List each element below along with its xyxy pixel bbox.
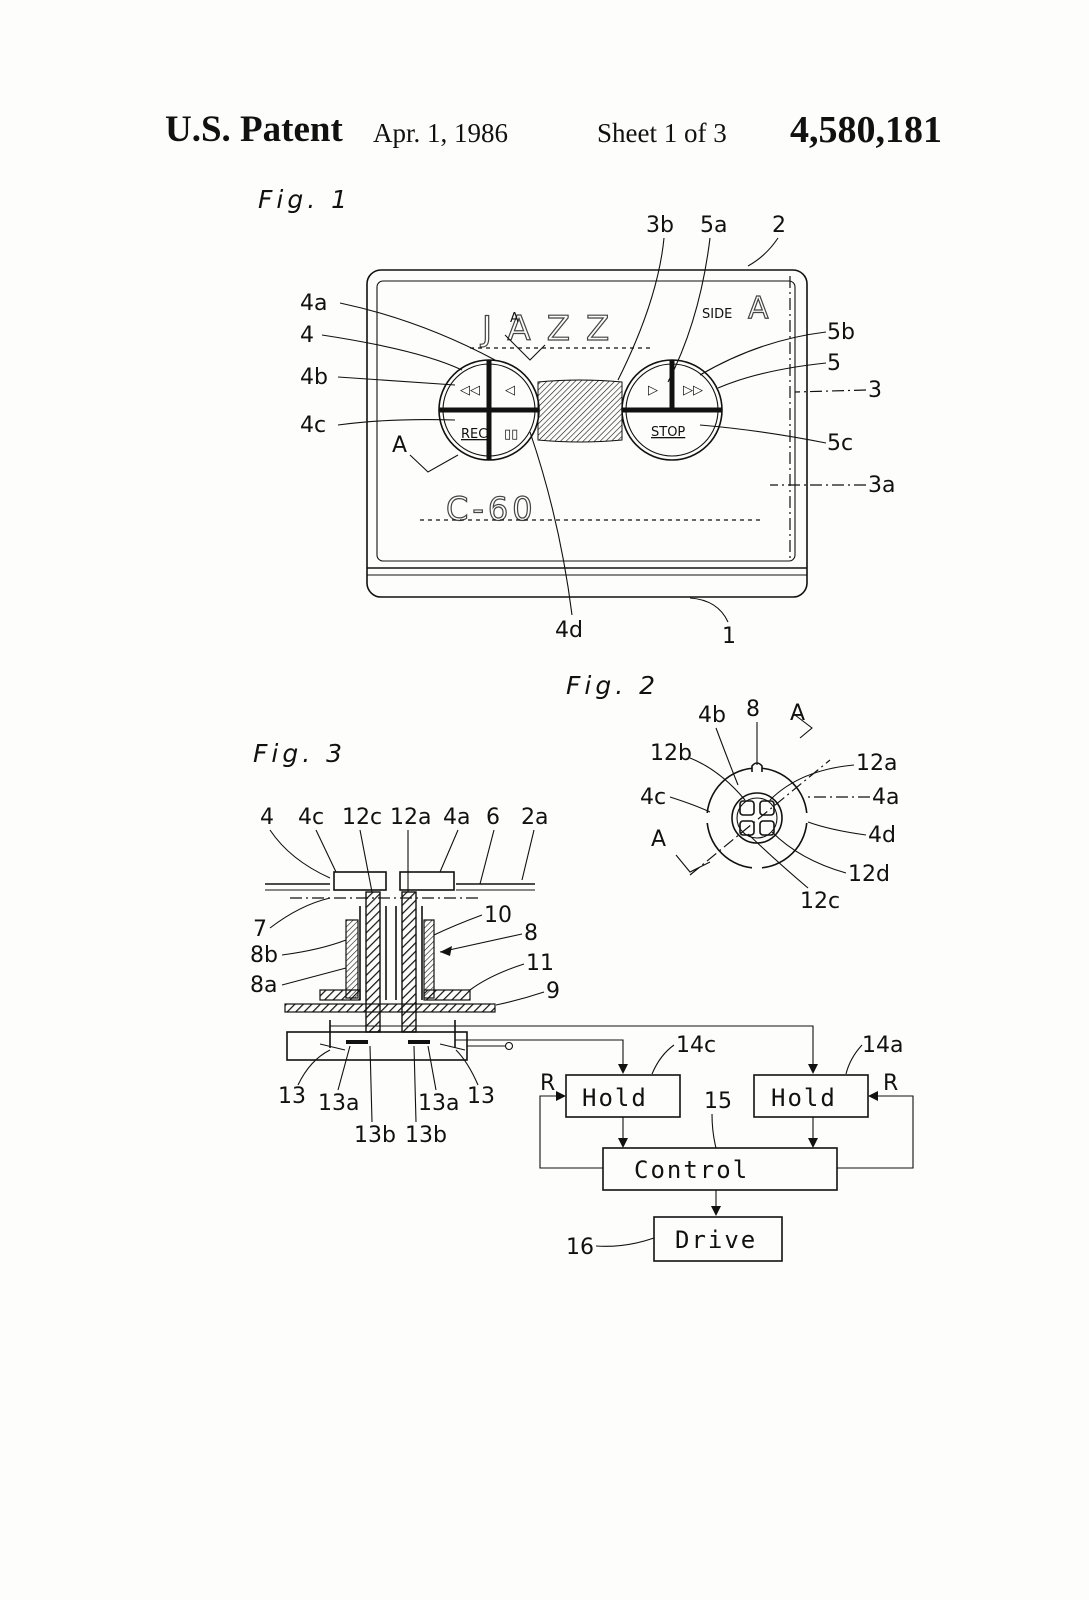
ref-2: 2 <box>772 213 786 238</box>
figure-2: Fig. 2 4b 8 A 12b 12a 4c 4a <box>566 671 899 914</box>
fig3-ref-13-left: 13 <box>278 1084 306 1109</box>
ref-5: 5 <box>827 351 841 376</box>
button-cluster-5: ▷ ▷▷ STOP <box>621 359 723 461</box>
play-reverse-icon: ◁ <box>505 383 515 398</box>
fig3-ref-15: 15 <box>704 1089 732 1114</box>
fig3-ref-11: 11 <box>526 951 554 976</box>
fig3-ref-4: 4 <box>260 805 274 830</box>
control-box <box>602 1147 838 1191</box>
spring-10 <box>423 919 435 999</box>
fig2-ref-8: 8 <box>746 697 760 722</box>
fig2-ref-12c: 12c <box>800 889 840 914</box>
ref-5c: 5c <box>827 431 853 456</box>
fig2-ref-A-lower: A <box>651 827 666 852</box>
fig3-ref-13b-right: 13b <box>405 1123 447 1148</box>
fig3-ref-12c: 12c <box>342 805 382 830</box>
button-4a-section <box>399 871 455 891</box>
ref-1: 1 <box>722 624 736 649</box>
button-cluster-4: ◁◁ ◁ REC ▯▯ <box>438 359 540 461</box>
cassette-title: JAZZ <box>480 309 625 349</box>
rec-button-label: REC <box>461 427 487 442</box>
hold-right-label: Hold <box>771 1084 837 1112</box>
fig3-ref-14c: 14c <box>676 1033 716 1058</box>
fig3-ref-13a-right: 13a <box>418 1091 459 1116</box>
reset-left: R <box>540 1071 555 1096</box>
ref-4c: 4c <box>300 413 326 438</box>
section-mark-upper: A <box>510 311 519 326</box>
fig2-ref-12a: 12a <box>856 751 897 776</box>
fig3-ref-10: 10 <box>484 903 512 928</box>
patent-date: Apr. 1, 1986 <box>373 118 508 148</box>
fig3-ref-13b-left: 13b <box>354 1123 396 1148</box>
switch-housing <box>286 1031 468 1061</box>
fig3-ref-4a: 4a <box>443 805 470 830</box>
fig3-caption: Fig. 3 <box>253 739 346 768</box>
fig3-ref-2a: 2a <box>521 805 548 830</box>
ref-3: 3 <box>868 378 882 403</box>
patent-title: U.S. Patent <box>165 109 343 150</box>
ref-4d: 4d <box>555 618 583 643</box>
figure-3: Fig. 3 4 4c 12c 12a 4a 6 2a <box>250 739 914 1262</box>
fig3-ref-16: 16 <box>566 1235 594 1260</box>
tape-window <box>537 379 623 443</box>
fig2-switch-assembly <box>702 762 812 870</box>
ref-5a: 5a <box>700 213 727 238</box>
section-mark-lower: A <box>392 433 407 458</box>
figure-1: Fig. 1 JAZZ SIDE A C-60 ◁◁ ◁ REC ▯▯ <box>258 185 895 649</box>
ref-4b: 4b <box>300 365 328 390</box>
fig3-ref-8b: 8b <box>250 943 278 968</box>
fig3-ref-6: 6 <box>486 805 500 830</box>
fast-forward-icon: ▷▷ <box>683 383 703 398</box>
ref-5b: 5b <box>827 320 855 345</box>
stop-button-label: STOP <box>651 425 685 440</box>
tape-length: C-60 <box>446 490 537 528</box>
fig3-ref-14a: 14a <box>862 1033 903 1058</box>
fig3-ref-13-right: 13 <box>467 1084 495 1109</box>
ref-4: 4 <box>300 323 314 348</box>
fig3-ref-12a: 12a <box>390 805 431 830</box>
fig2-ref-4a: 4a <box>872 785 899 810</box>
rewind-icon: ◁◁ <box>460 383 480 398</box>
pause-icon: ▯▯ <box>504 427 518 442</box>
ref-3a: 3a <box>868 473 895 498</box>
side-label: SIDE <box>702 307 732 322</box>
fig2-caption: Fig. 2 <box>566 671 659 700</box>
fig1-caption: Fig. 1 <box>258 185 351 214</box>
sleeve-8b <box>345 919 359 999</box>
fig3-ref-13a-left: 13a <box>318 1091 359 1116</box>
fig3-ref-7: 7 <box>253 917 267 942</box>
ref-3b: 3b <box>646 213 674 238</box>
fig2-ref-12b: 12b <box>650 741 692 766</box>
control-label: Control <box>634 1156 749 1184</box>
fig2-ref-4b: 4b <box>698 703 726 728</box>
button-4c-section <box>333 871 387 891</box>
drive-label: Drive <box>675 1226 757 1254</box>
fig2-ref-4d: 4d <box>868 823 896 848</box>
fig2-ref-4c: 4c <box>640 785 666 810</box>
fig2-ref-12d: 12d <box>848 862 890 887</box>
side-value: A <box>748 291 769 326</box>
hold-left-label: Hold <box>582 1084 648 1112</box>
play-icon: ▷ <box>648 383 658 398</box>
sheet-number: Sheet 1 of 3 <box>597 118 727 148</box>
fig3-ref-8a: 8a <box>250 973 277 998</box>
fig3-ref-9: 9 <box>546 979 560 1004</box>
board-9 <box>284 1003 496 1013</box>
ref-4a: 4a <box>300 291 327 316</box>
fig3-ref-8: 8 <box>524 921 538 946</box>
reset-right: R <box>883 1071 898 1096</box>
patent-number: 4,580,181 <box>790 109 942 151</box>
cassette-body <box>366 269 808 598</box>
fig3-ref-4c: 4c <box>298 805 324 830</box>
fig2-ref-A: A <box>790 701 805 726</box>
drive-box <box>653 1216 783 1262</box>
